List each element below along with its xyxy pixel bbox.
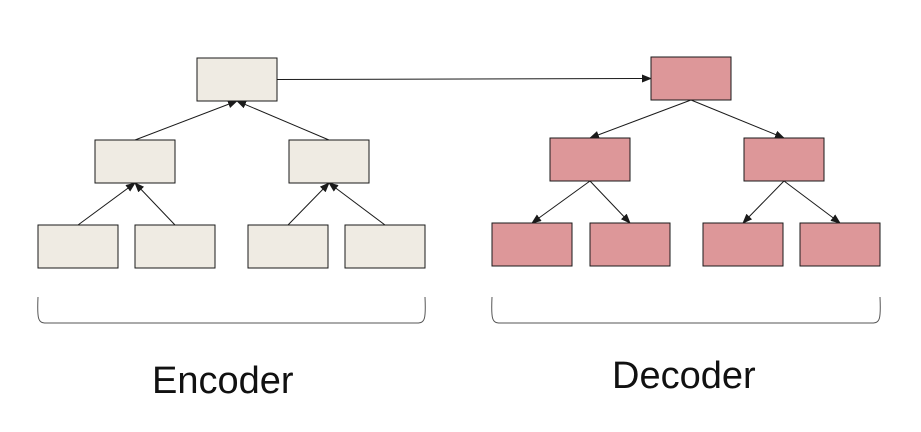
encoder-edge-leaf3-mid	[287, 182, 330, 226]
decoder-leaf-node	[702, 222, 784, 267]
encoder-leaf-node	[344, 224, 426, 269]
encoder-root-node	[196, 57, 278, 102]
brackets-group	[37, 296, 881, 324]
decoder-bracket	[491, 296, 881, 324]
decoder-mid-node	[549, 137, 631, 182]
decoder-root-node	[650, 56, 732, 101]
nodes-group	[37, 56, 881, 269]
edges-group	[77, 74, 841, 226]
encoder-edge-leaf1-mid	[77, 182, 136, 226]
encoder-leaf-node	[37, 224, 119, 269]
encoder-to-decoder-link	[276, 74, 652, 83]
encoder-edge-mid2-root	[236, 100, 330, 141]
decoder-mid-node	[743, 137, 825, 182]
decoder-label: Decoder	[612, 355, 756, 397]
decoder-edge-mid-leaf2	[589, 180, 631, 224]
decoder-edge-root-mid1	[589, 99, 692, 139]
encoder-leaf-node	[134, 224, 216, 269]
encoder-mid-node	[288, 139, 370, 184]
encoder-bracket	[37, 296, 426, 324]
decoder-edge-mid-leaf4	[783, 180, 841, 224]
encoder-edge-leaf2-mid	[134, 182, 176, 226]
decoder-leaf-node	[799, 222, 881, 267]
encoder-leaf-node	[247, 224, 329, 269]
encoder-label: Encoder	[152, 360, 294, 402]
decoder-edge-root-mid2	[690, 99, 785, 139]
decoder-leaf-node	[589, 222, 671, 267]
decoder-leaf-node	[491, 222, 573, 267]
encoder-edge-mid1-root	[134, 100, 238, 141]
decoder-edge-mid-leaf1	[531, 180, 591, 224]
encoder-mid-node	[94, 139, 176, 184]
decoder-edge-mid-leaf3	[742, 180, 785, 224]
encoder-edge-leaf4-mid	[328, 182, 386, 226]
